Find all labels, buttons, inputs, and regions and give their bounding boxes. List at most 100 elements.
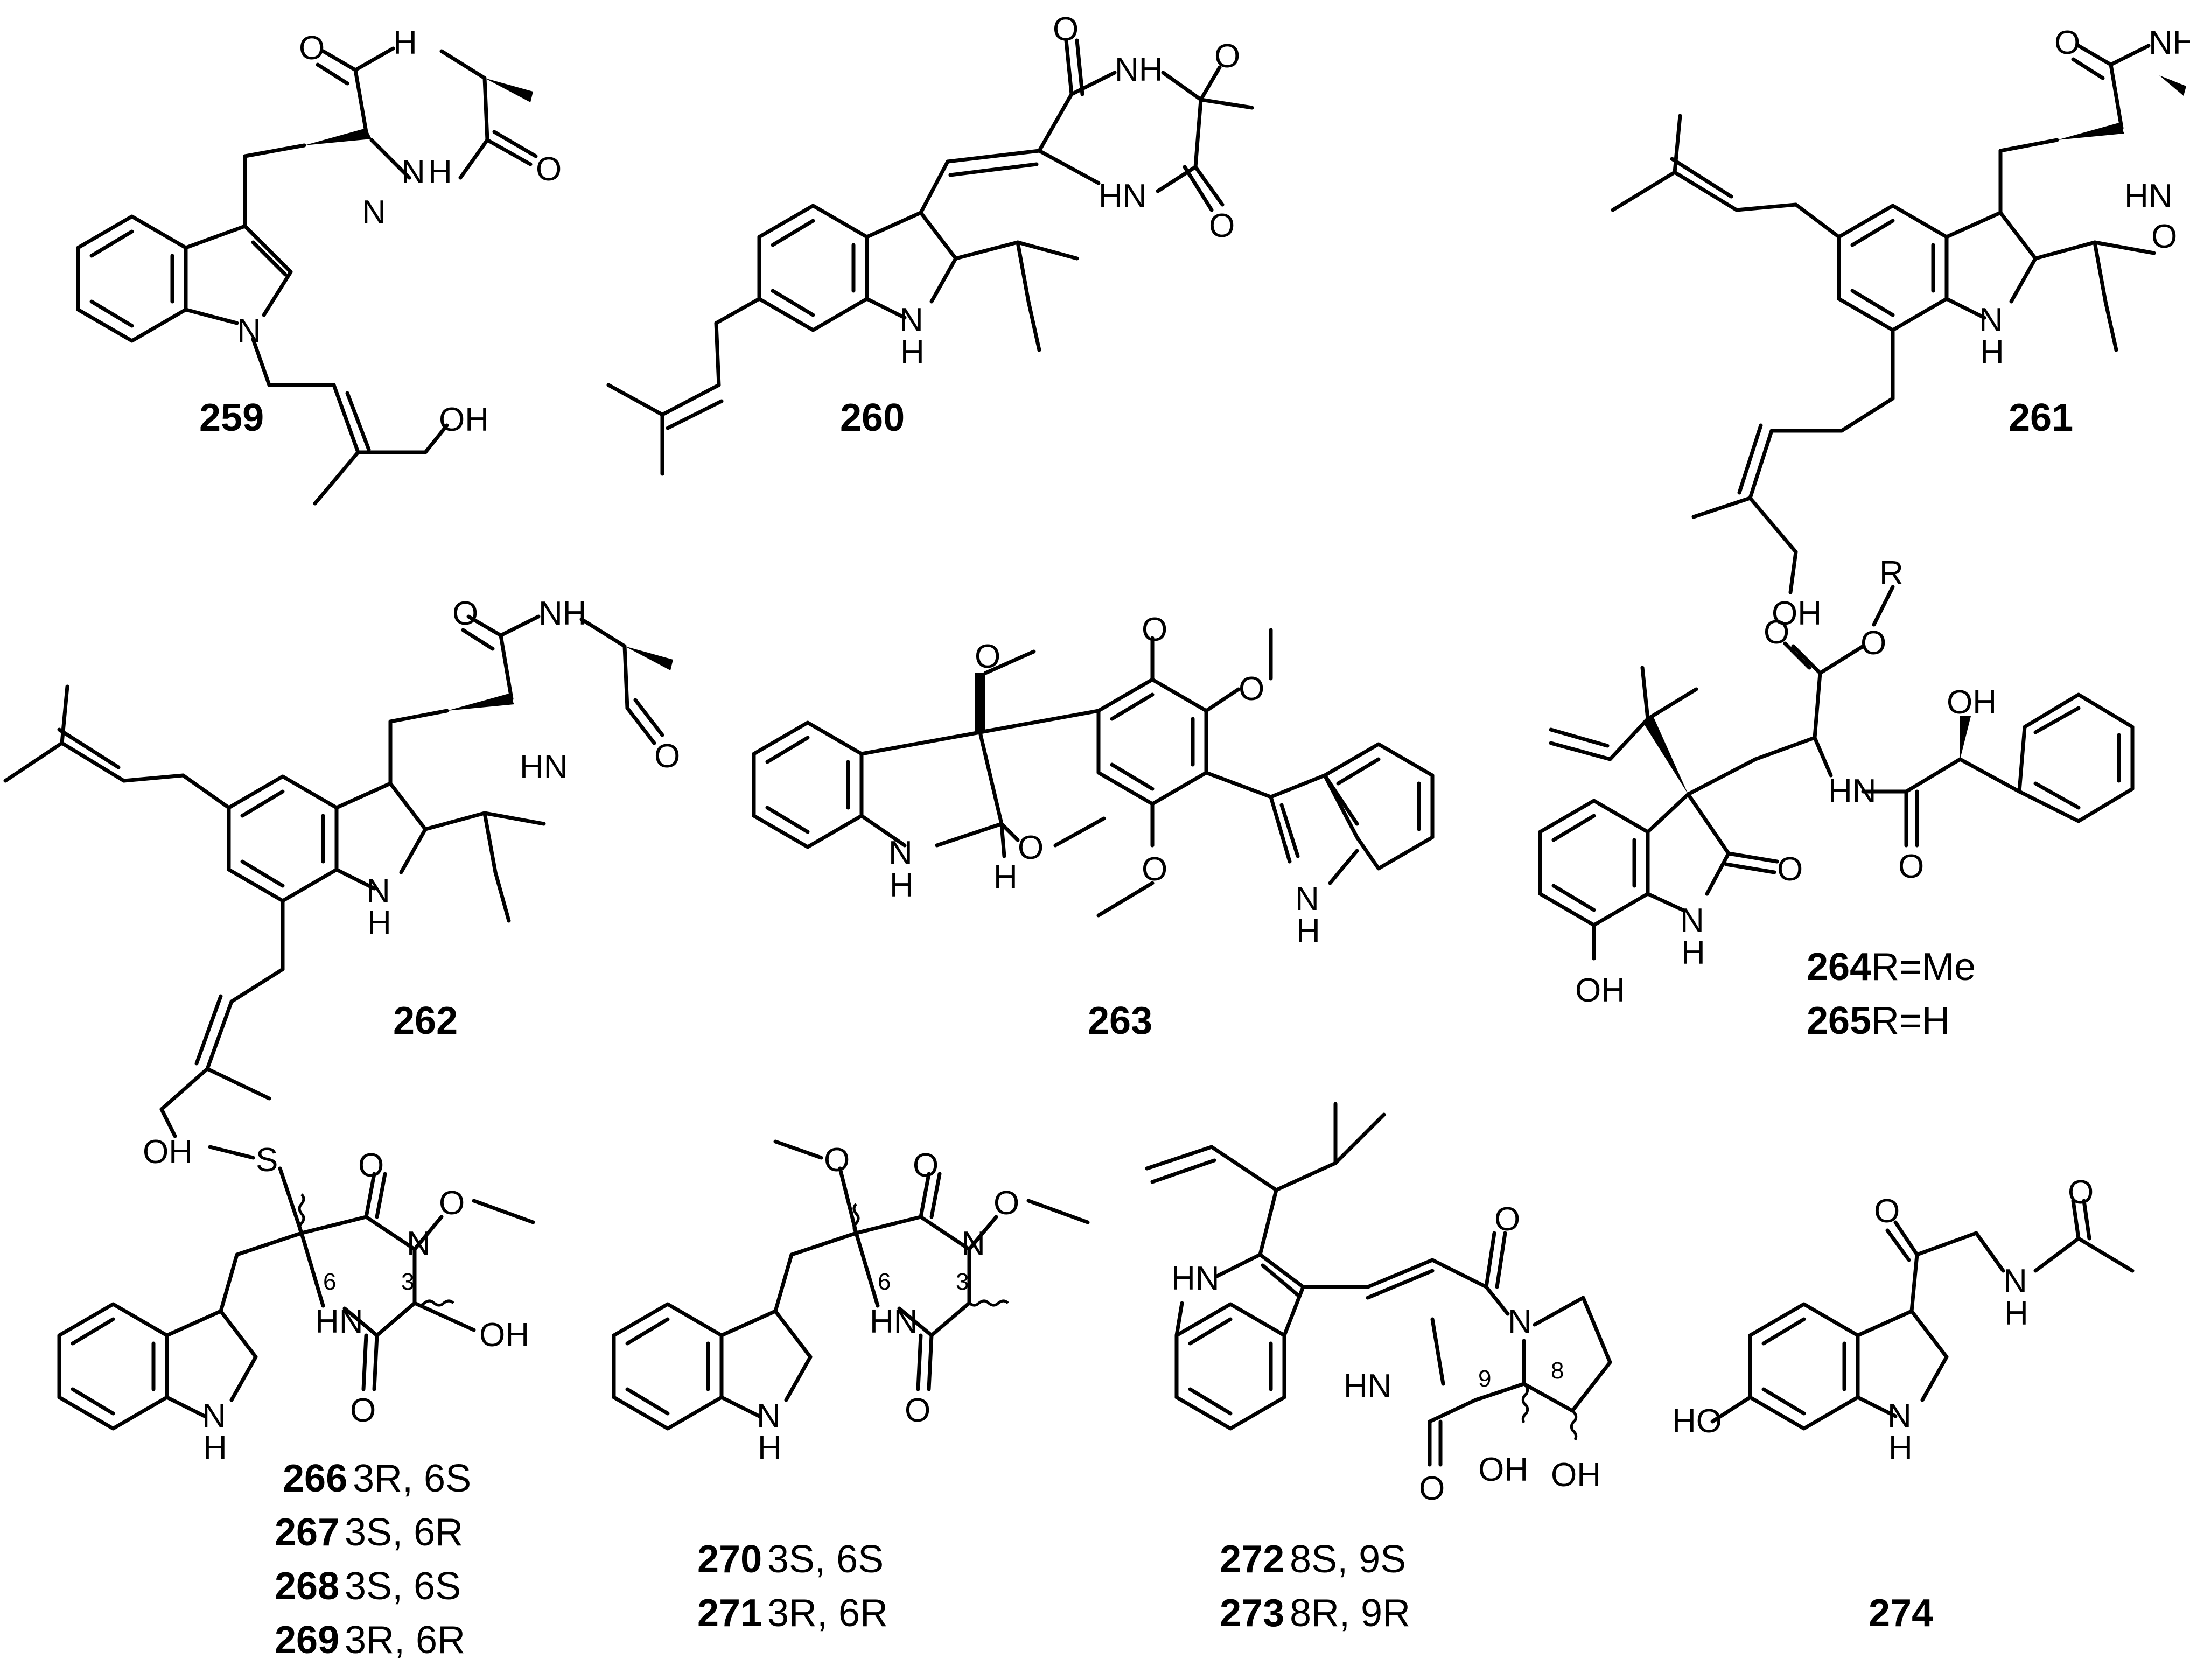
atom-hn: HN: [2124, 178, 2173, 215]
atom-hn: HN: [870, 1303, 918, 1340]
atom-nh: NH: [2149, 24, 2190, 61]
atom-nh: NH: [1115, 51, 1163, 88]
atom-h: H: [890, 867, 914, 904]
atom-o: O: [1860, 625, 1886, 662]
atom-oh: OH: [1772, 595, 1822, 632]
atom-oh: OH: [1575, 972, 1625, 1009]
structure-263: O O O O O N H H N H 263: [752, 611, 1435, 1042]
atom-s: S: [256, 1142, 278, 1179]
atom-o: O: [536, 151, 562, 188]
atom-n: N: [961, 1225, 985, 1262]
locant-8: 8: [1551, 1357, 1564, 1384]
locant-6: 6: [323, 1269, 336, 1295]
atom-n: N: [757, 1397, 781, 1434]
atom-oh: OH: [1478, 1451, 1528, 1488]
atom-o: O: [824, 1142, 850, 1179]
atom-n: N: [401, 153, 425, 191]
atom-o: O: [452, 595, 478, 632]
atom-n: N: [1508, 1303, 1532, 1340]
compound-descriptor: R=Me: [1871, 946, 1976, 989]
atom-o: O: [1874, 1193, 1900, 1230]
structure-264-265: O O R HN O OH O N H OH 264 R=Me 265 R=H: [1538, 555, 2135, 1042]
compound-number: 274: [1869, 1592, 1933, 1635]
atom-n: N: [366, 872, 390, 909]
locant-9: 9: [1478, 1366, 1491, 1392]
compound-number: 259: [199, 396, 264, 439]
atom-o: O: [358, 1147, 384, 1184]
atom-oh: OH: [1947, 684, 1997, 721]
atom-n: N: [237, 312, 261, 349]
atom-n: N: [899, 302, 923, 339]
atom-hn: HN: [1344, 1368, 1392, 1405]
compound-descriptor: 3R, 6S: [353, 1457, 471, 1500]
compound-number: 264: [1807, 946, 1871, 989]
compound-descriptor: 3S, 6S: [767, 1538, 884, 1581]
compound-number: 267: [275, 1511, 339, 1554]
structure-262: O NH HN O N H OH 262: [3, 595, 680, 1171]
compound-number: 260: [840, 396, 905, 439]
atom-n: N: [2003, 1263, 2027, 1300]
compound-descriptor: 3S, 6S: [345, 1565, 461, 1608]
compound-descriptor: 8R, 9R: [1290, 1592, 1410, 1635]
compound-descriptor: 3R, 6R: [345, 1619, 465, 1662]
atom-h: H: [1296, 913, 1320, 950]
atom-h: H: [993, 859, 1018, 896]
locant-6: 6: [878, 1269, 891, 1295]
structure-261: O NH HN O N H OH 261: [1611, 24, 2190, 632]
atom-nh: H: [393, 24, 417, 61]
atom-n: N: [1680, 902, 1704, 939]
atom-hn: HN: [1171, 1260, 1220, 1297]
atom-o: O: [2068, 1174, 2094, 1211]
atom-o: O: [1239, 670, 1264, 708]
atom-h: H: [2004, 1295, 2028, 1332]
atom-o: O: [913, 1147, 939, 1184]
compound-number: 265: [1807, 999, 1871, 1042]
locant-3: 3: [401, 1269, 414, 1295]
atom-o: O: [2054, 24, 2080, 61]
locant-3: 3: [956, 1269, 969, 1295]
atom-o: O: [1018, 829, 1044, 866]
compound-number: 272: [1220, 1538, 1284, 1581]
atom-o: O: [1777, 851, 1803, 888]
compound-number: 266: [283, 1457, 347, 1500]
atom-o: O: [1764, 614, 1789, 651]
substituent-r: R: [1879, 555, 1904, 592]
compound-number: 262: [393, 999, 458, 1042]
atom-h: H: [1980, 334, 2004, 371]
atom-o: O: [1419, 1470, 1445, 1507]
compound-descriptor: 3R, 6R: [767, 1592, 888, 1635]
atom-oh: OH: [143, 1133, 193, 1171]
compound-number: 269: [275, 1619, 339, 1662]
atom-h: H: [203, 1430, 227, 1467]
atom-o: O: [654, 738, 680, 775]
structure-266-269: S O N O HN O OH 6 3 N H 266 3R, 6S 267 3…: [57, 1142, 535, 1662]
atom-hn: HN: [315, 1303, 363, 1340]
atom-hn: HN: [1828, 773, 1877, 810]
atom-h: H: [900, 334, 925, 371]
atom-n: N: [202, 1397, 226, 1434]
atom-o: O: [1898, 848, 1924, 885]
atom-h: H: [367, 905, 391, 942]
atom-n: N: [888, 835, 913, 872]
atom-oh: OH: [439, 401, 489, 438]
compound-number: 268: [275, 1565, 339, 1608]
compound-descriptor: 8S, 9S: [1290, 1538, 1406, 1581]
compound-number: 263: [1088, 999, 1152, 1042]
atom-o: O: [2151, 218, 2177, 255]
atom-o: O: [905, 1392, 930, 1429]
atom-o: O: [975, 638, 1000, 675]
atom-oh: OH: [1551, 1457, 1601, 1494]
atom-o: O: [1209, 207, 1235, 244]
atom-o: O: [1053, 11, 1079, 48]
structure-270-271: O O N O HN O 6 3 N H 270 3S, 6S 271 3R, …: [612, 1139, 1090, 1635]
compound-descriptor: 3S, 6R: [345, 1511, 463, 1554]
compound-number: 273: [1220, 1592, 1284, 1635]
structure-260: O NH O HN O N H 260: [606, 11, 1254, 476]
atom-o: O: [350, 1392, 376, 1429]
atom-h: H: [428, 153, 452, 191]
structure-274: O N H O N H HO 274: [1672, 1174, 2135, 1635]
structure-272-273: HN O N HN O 9 8 OH OH 272 8S, 9S 273 8R,…: [1145, 1102, 1612, 1635]
atom-o: O: [1142, 851, 1167, 888]
atom-o: O: [439, 1185, 465, 1222]
atom-o: O: [1214, 38, 1240, 75]
